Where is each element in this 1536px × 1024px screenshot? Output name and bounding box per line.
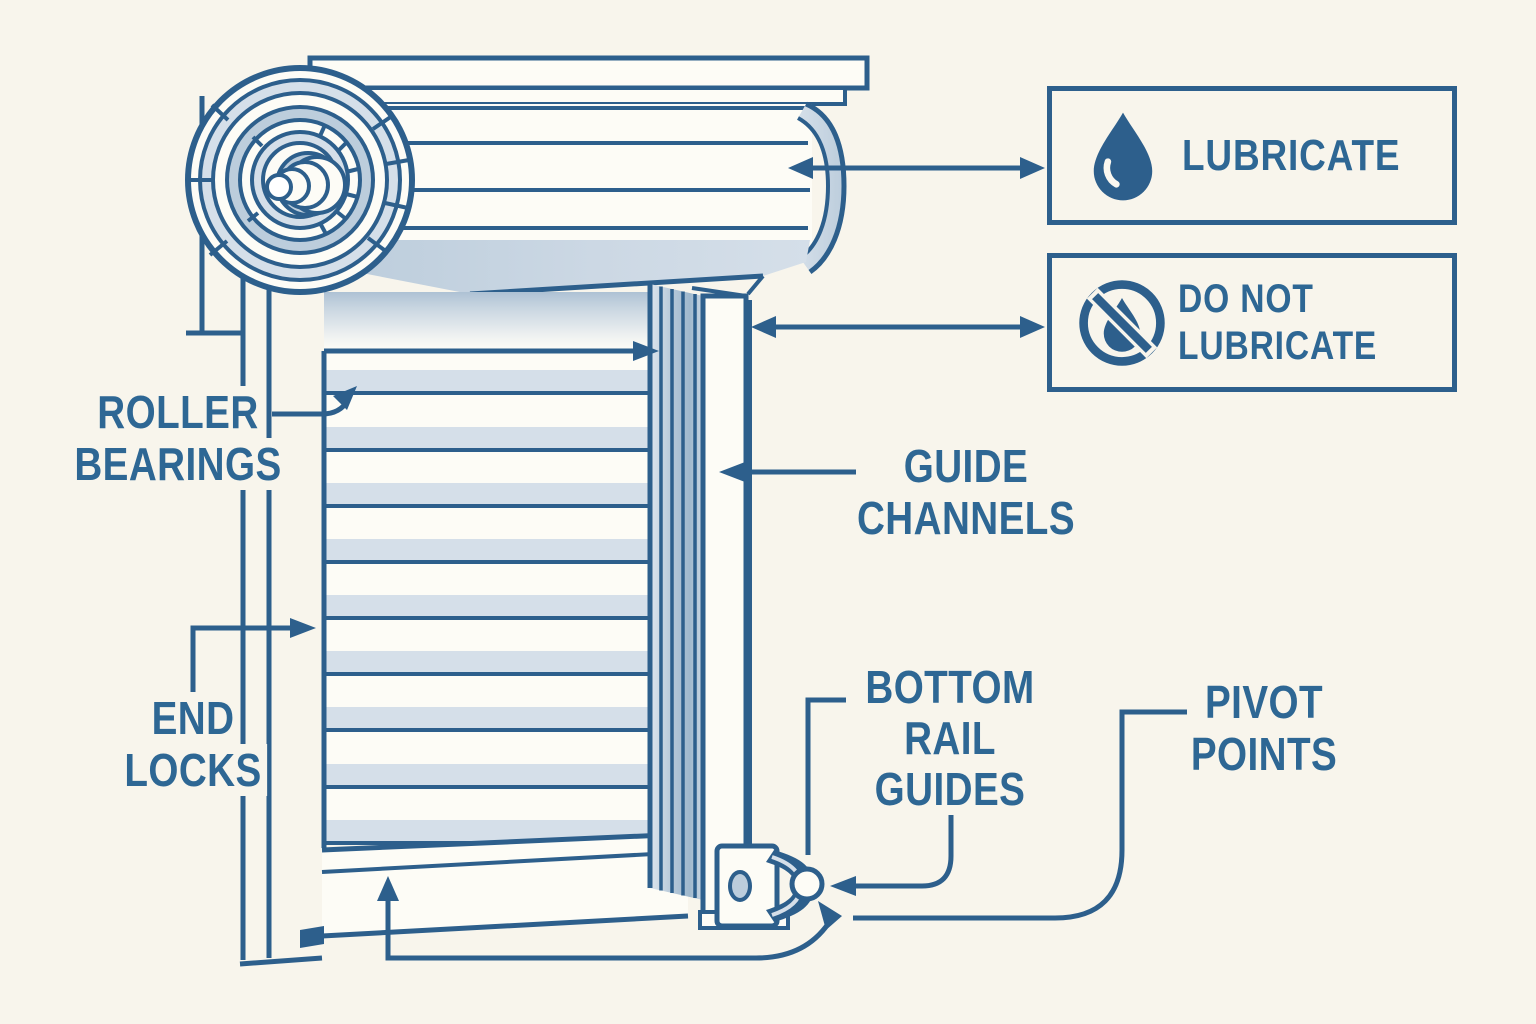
guide-channel: [647, 284, 752, 917]
roller-bearings-leader: [272, 386, 357, 417]
no-droplet-icon: [1079, 279, 1165, 366]
guide-wheel: [789, 866, 825, 902]
do-not-lubricate-arrow: [751, 316, 1045, 338]
curtain-slat-arrow: [324, 341, 659, 361]
side-frame: [186, 96, 323, 967]
drum-axle: [265, 151, 347, 217]
soffit-shading: [336, 240, 810, 294]
drum-flange-segments: [190, 103, 410, 257]
legend-do-not-lubricate: DO NOT LUBRICATE: [1047, 253, 1457, 392]
bottom-rail-guides-leader: [830, 812, 954, 896]
curtain: [321, 292, 648, 848]
bottom-rail-guides-elbow: [805, 697, 846, 855]
label-line: BOTTOM: [860, 662, 1040, 713]
barrel-end-cap: [798, 104, 844, 272]
guide-channels-leader: [719, 462, 856, 482]
label-end-locks: END LOCKS: [119, 692, 267, 796]
label-line: GUIDES: [869, 764, 1031, 815]
end-locks-leader: [190, 618, 316, 692]
lubricate-arrow: [788, 157, 1045, 179]
bottom-rail-guide-assembly: [698, 843, 825, 930]
label-line: END: [146, 692, 240, 744]
label-line: BEARINGS: [69, 438, 287, 490]
label-line: GUIDE: [898, 440, 1034, 492]
legend-line: DO NOT: [1178, 276, 1314, 321]
legend-lubricate-label: LUBRICATE: [1182, 131, 1401, 180]
label-pivot-points: PIVOT POINTS: [1185, 676, 1343, 780]
label-line: LOCKS: [119, 744, 267, 796]
bearing-cage: [246, 124, 359, 235]
label-roller-bearings: ROLLER BEARINGS: [69, 386, 287, 490]
label-line: RAIL: [899, 713, 1001, 764]
hood-header: [296, 55, 870, 106]
pivot-points-leader: [853, 709, 1187, 921]
bottom-rail-end-cap: [300, 926, 324, 948]
droplet-icon: [1093, 112, 1153, 200]
label-line: POINTS: [1185, 728, 1343, 780]
label-bottom-rail-guides: BOTTOM RAIL GUIDES: [860, 662, 1040, 815]
curtain-top-shadow: [324, 292, 648, 350]
roller-drum: [185, 65, 415, 295]
annotations: [190, 157, 1187, 961]
legend-do-not-lubricate-label: DO NOT LUBRICATE: [1178, 276, 1377, 370]
floor-line: [239, 955, 323, 967]
bottom-rail-pivot-leader: [377, 876, 842, 961]
legend-lubricate: LUBRICATE: [1047, 86, 1457, 225]
label-guide-channels: GUIDE CHANNELS: [851, 440, 1081, 544]
label-line: CHANNELS: [851, 492, 1081, 544]
bottom-rail: [300, 831, 691, 948]
legend-line: LUBRICATE: [1178, 323, 1378, 368]
label-line: ROLLER: [92, 386, 264, 438]
bracket-hole: [728, 870, 752, 902]
label-line: PIVOT: [1199, 676, 1329, 728]
